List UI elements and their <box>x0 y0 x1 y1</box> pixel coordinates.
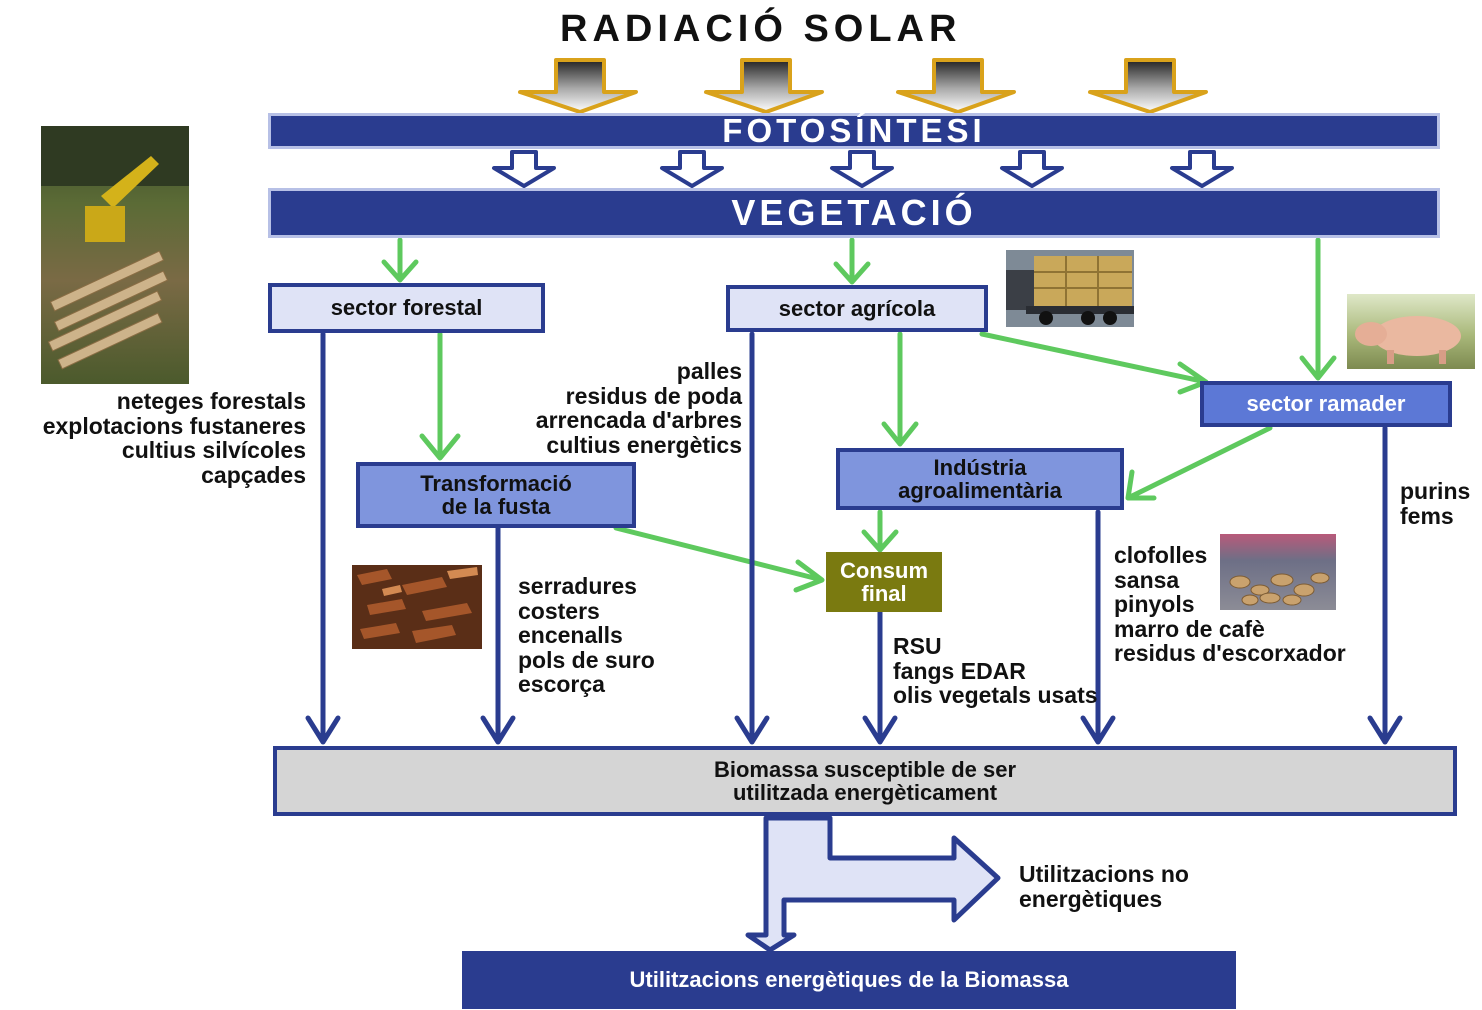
transformacio-fusta-box: Transformació de la fusta <box>356 462 636 528</box>
utilitzacions-no-energetiques-label: Utilitzacions no energètiques <box>1019 861 1189 912</box>
navy-arrow-ramader <box>1367 425 1403 745</box>
band-vegetacio: VEGETACIÓ <box>268 188 1440 238</box>
consum-list: RSU fangs EDAR olis vegetals usats <box>893 634 1098 708</box>
ramader-list: purins fems <box>1400 479 1470 528</box>
navy-arrow-agricola <box>734 331 770 745</box>
industria-agroalimentaria-box: Indústria agroalimentària <box>836 448 1124 510</box>
pig-photo <box>1347 294 1475 369</box>
list-item: residus de poda <box>565 382 742 409</box>
list-item: escorça <box>518 671 605 697</box>
list-item: olis vegetals usats <box>893 682 1098 708</box>
list-item: encenalls <box>518 622 623 648</box>
list-item: costers <box>518 597 600 624</box>
pig-icon <box>1355 316 1461 364</box>
list-item: cultius silvícoles <box>121 437 306 463</box>
green-arrow-veg-agricola <box>833 237 871 285</box>
list-item: serradures <box>518 573 637 599</box>
truck-icon <box>1006 250 1134 327</box>
split-arrow <box>745 815 1001 953</box>
solar-arrow <box>704 58 824 114</box>
blue-down-arrow <box>1000 150 1064 188</box>
bark-chips-icon <box>357 567 478 643</box>
green-arrow-ramader-industria <box>1125 425 1273 501</box>
solar-arrow <box>1088 58 1208 114</box>
sector-forestal-box: sector forestal <box>268 283 545 333</box>
nut-shells-photo <box>1220 534 1336 610</box>
solar-arrow <box>518 58 638 114</box>
sector-agricola-box: sector agrícola <box>726 285 988 332</box>
green-arrow-veg-ramader <box>1299 237 1337 381</box>
green-arrow-industria-consum <box>861 509 899 553</box>
solar-arrow <box>896 58 1016 114</box>
utilitzacions-energetiques-band: Utilitzacions energètiques de la Biomass… <box>462 951 1236 1009</box>
navy-arrow-industria <box>1080 509 1116 745</box>
list-item: RSU <box>893 633 942 659</box>
navy-arrow-consum <box>862 609 898 745</box>
title-radiacio-solar: RADIACIÓ SOLAR <box>560 8 962 50</box>
harvester-icon <box>41 126 189 370</box>
list-item: arrencada d'arbres <box>535 407 742 433</box>
green-arrow-veg-forestal <box>381 237 419 283</box>
blue-down-arrow <box>660 150 724 188</box>
fusta-list: serradures costers encenalls pols de sur… <box>518 574 655 697</box>
list-item: fangs EDAR <box>893 657 1026 684</box>
consum-final-box: Consum final <box>826 552 942 612</box>
green-arrow-forestal-fusta <box>419 331 461 461</box>
sector-ramader-box: sector ramader <box>1200 381 1452 427</box>
solar-arrows <box>518 58 1208 114</box>
list-item: pinyols <box>1114 591 1195 617</box>
list-item: purins <box>1400 478 1471 504</box>
list-item: pols de suro <box>518 646 655 673</box>
forestal-list: neteges forestals explotacions fustanere… <box>6 389 306 487</box>
hay-truck-photo <box>1006 250 1134 327</box>
list-item: capçades <box>201 461 306 488</box>
green-arrow-agricola-ramader <box>979 331 1209 395</box>
industria-list: clofolles sansa pinyols marro de cafè re… <box>1114 543 1346 666</box>
forestry-harvester-photo <box>41 126 189 384</box>
green-arrow-agricola-industria <box>881 331 919 447</box>
navy-arrows <box>305 331 1403 745</box>
list-item: palles <box>676 358 742 384</box>
navy-arrow-fusta <box>480 525 516 745</box>
list-item: cultius energètics <box>546 431 742 458</box>
biomassa-box: Biomassa susceptible de ser utilitzada e… <box>273 746 1457 816</box>
band-fotosintesi: FOTOSÍNTESI <box>268 113 1440 149</box>
blue-down-arrow <box>492 150 556 188</box>
list-item: residus d'escorxador <box>1114 640 1346 666</box>
list-item: clofolles <box>1114 542 1208 568</box>
blue-down-arrow <box>1170 150 1234 188</box>
list-item: explotacions fustaneres <box>42 412 306 439</box>
list-item: marro de cafè <box>1114 615 1265 642</box>
wood-bark-chips-photo <box>352 565 482 649</box>
list-item: neteges forestals <box>116 388 306 414</box>
blue-down-arrow <box>830 150 894 188</box>
agricola-list: palles residus de poda arrencada d'arbre… <box>440 359 742 457</box>
green-arrows <box>381 237 1337 593</box>
nut-shells-icon <box>1229 572 1330 606</box>
list-item: sansa <box>1114 566 1180 593</box>
navy-arrow-forestal <box>305 331 341 745</box>
list-item: fems <box>1400 502 1454 529</box>
green-arrow-fusta-consum <box>613 525 825 593</box>
photosynthesis-arrows <box>492 150 1234 188</box>
